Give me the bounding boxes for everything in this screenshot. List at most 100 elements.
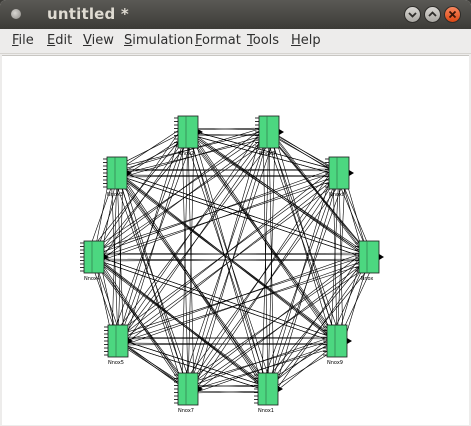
connection-edge[interactable] (99, 258, 370, 262)
connection-edge[interactable] (193, 135, 269, 392)
connection-edge[interactable] (193, 390, 269, 394)
connection-edge[interactable] (110, 168, 269, 388)
connection-edge[interactable] (93, 135, 276, 260)
node-n6[interactable]: Nnox3 (103, 156, 132, 198)
node-n2[interactable]: Nnox1 (254, 372, 283, 414)
connection-edge[interactable] (111, 336, 338, 340)
connection-edge[interactable] (117, 127, 264, 340)
node-n7[interactable]: Nnox2 (174, 115, 203, 157)
connection-edge[interactable] (117, 176, 346, 344)
connection-edge[interactable] (93, 127, 183, 256)
node-box[interactable] (107, 324, 129, 358)
connection-edge[interactable] (99, 260, 269, 392)
menu-tools[interactable]: Tools (247, 33, 279, 48)
node-box[interactable] (358, 240, 380, 274)
connection-edge[interactable] (87, 252, 189, 388)
connection-edge[interactable] (110, 168, 119, 340)
title-bar[interactable]: untitled * (0, 0, 471, 29)
connection-edge[interactable] (93, 176, 346, 260)
connection-edge[interactable] (87, 252, 269, 388)
connection-edge[interactable] (117, 168, 334, 340)
minimize-button[interactable] (404, 6, 421, 23)
node-n3[interactable]: Nnox7 (174, 372, 203, 414)
connection-edge[interactable] (187, 135, 276, 392)
connection-edge[interactable] (267, 135, 276, 392)
node-box[interactable] (83, 240, 105, 274)
connection-edge[interactable] (87, 252, 338, 340)
connection-edge[interactable] (187, 168, 334, 388)
connection-edge[interactable] (187, 176, 346, 392)
window-menu-icon[interactable] (11, 9, 21, 19)
connection-edge[interactable] (181, 127, 189, 388)
output-port-icon (198, 386, 203, 392)
node-n8[interactable]: Nnox6 (255, 115, 284, 157)
connection-edge[interactable] (336, 176, 346, 344)
node-box[interactable] (177, 372, 199, 406)
connection-edge[interactable] (110, 168, 189, 388)
connection-edge[interactable] (262, 127, 269, 388)
menu-help[interactable]: Help (291, 33, 321, 48)
connection-edge[interactable] (193, 135, 338, 344)
node-n9[interactable]: Nnox8 (325, 156, 354, 198)
connection-edge[interactable] (187, 127, 264, 131)
connection-edge[interactable] (122, 176, 370, 260)
connection-edge[interactable] (332, 168, 338, 340)
connection-edge[interactable] (123, 344, 189, 392)
connection-edge[interactable] (181, 127, 338, 340)
connection-edge[interactable] (187, 135, 195, 392)
connection-edge[interactable] (116, 135, 276, 176)
connection-edge[interactable] (274, 135, 370, 260)
connection-edge[interactable] (267, 176, 346, 392)
connection-edge[interactable] (122, 176, 269, 392)
connection-edge[interactable] (110, 168, 370, 256)
node-box[interactable] (326, 324, 348, 358)
connection-edge[interactable] (261, 254, 370, 386)
connection-edge[interactable] (99, 260, 189, 392)
menu-view[interactable]: View (83, 33, 114, 48)
menu-format-label: ormat (202, 33, 241, 48)
connection-edge[interactable] (274, 135, 338, 344)
connection-edge[interactable] (181, 127, 269, 388)
connection-edge[interactable] (93, 168, 334, 256)
node-box[interactable] (177, 115, 199, 149)
node-box[interactable] (106, 156, 128, 190)
node-box[interactable] (257, 372, 279, 406)
node-n4[interactable]: Nnox5 (104, 324, 133, 366)
node-n1[interactable]: Nnox9 (323, 324, 352, 366)
connection-edge[interactable] (93, 127, 264, 256)
connection-edge[interactable] (117, 176, 124, 344)
node-box[interactable] (258, 115, 280, 149)
maximize-button[interactable] (424, 6, 441, 23)
connection-edge[interactable] (273, 258, 370, 394)
close-button[interactable] (444, 6, 461, 23)
menu-simulation[interactable]: Simulation (124, 33, 193, 48)
menu-edit-label: dit (55, 33, 73, 48)
maximize-icon (428, 11, 437, 17)
connection-edge[interactable] (262, 127, 338, 340)
connection-edge[interactable] (187, 127, 264, 388)
connection-edge[interactable] (123, 342, 338, 346)
connection-edge[interactable] (116, 127, 183, 172)
connection-edge[interactable] (193, 342, 338, 394)
connection-edge[interactable] (267, 168, 334, 388)
menu-format[interactable]: Format (195, 33, 241, 48)
connection-edge[interactable] (116, 168, 334, 172)
connection-edge[interactable] (116, 174, 346, 178)
menu-edit[interactable]: Edit (47, 33, 72, 48)
node-box[interactable] (328, 156, 350, 190)
node-n0[interactable]: Nnox (355, 240, 384, 282)
connection-edge[interactable] (187, 129, 334, 170)
connection-edge[interactable] (262, 127, 370, 256)
connection-edge[interactable] (187, 133, 346, 178)
node-n5[interactable]: Nnox4 (80, 240, 109, 282)
connection-edge[interactable] (117, 127, 183, 340)
connection-edge[interactable] (111, 336, 269, 388)
connection-edge[interactable] (123, 258, 370, 346)
menu-file[interactable]: File (12, 33, 34, 48)
connection-edge[interactable] (268, 129, 334, 170)
connection-edge[interactable] (93, 135, 195, 260)
connection-edge[interactable] (181, 254, 370, 386)
connection-edge[interactable] (117, 135, 276, 344)
